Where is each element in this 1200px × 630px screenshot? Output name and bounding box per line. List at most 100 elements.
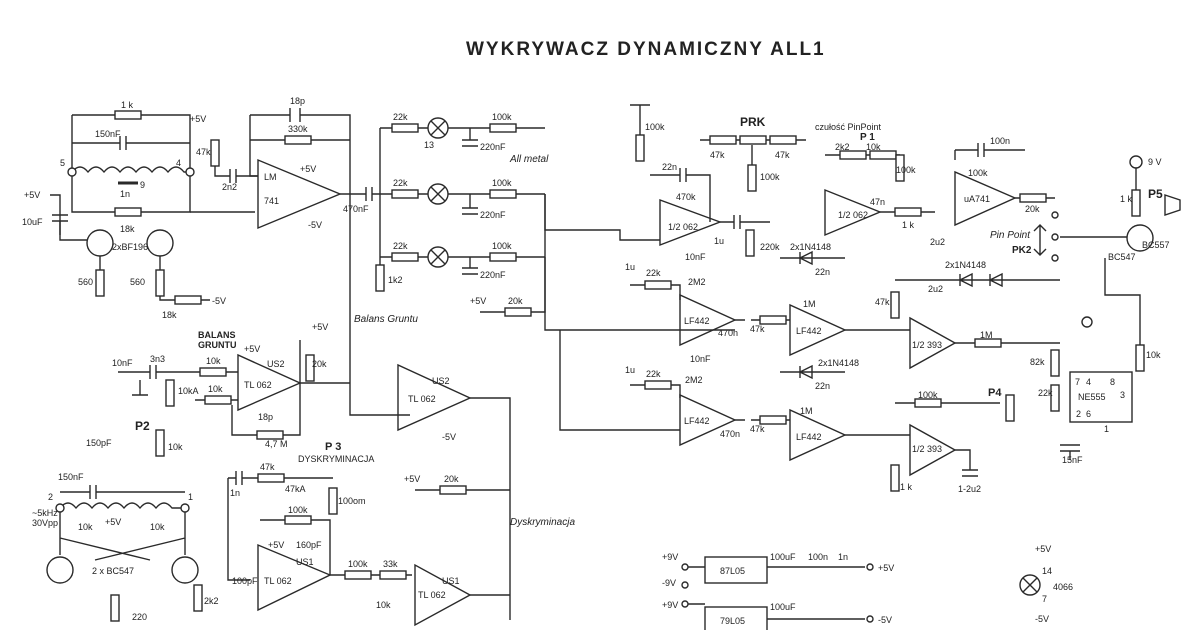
r1m-c: 1M [980, 330, 993, 340]
reg-87l05-label: 87L05 [720, 566, 745, 576]
c100u-b: 100uF [770, 602, 796, 612]
r100k-j: 100k [918, 390, 938, 400]
pin5-label: 5 [60, 158, 65, 168]
schematic-title: WYKRYWACZ DYNAMICZNY ALL1 [466, 39, 826, 60]
plus5v-d: +5V [105, 517, 121, 527]
plus5v-e: +5V [404, 474, 420, 484]
ne555-pin4: 4 [1086, 377, 1091, 387]
r100k-a: 100k [492, 112, 512, 122]
r10k-h: 10k [1146, 350, 1161, 360]
us2-opamp-a: BALANS GRUNTU US2 TL 062 +5V +5V 20k 10n… [86, 322, 350, 457]
c4066-pin7: 7 [1042, 594, 1047, 604]
lm741-label-a: LM [264, 172, 277, 182]
c470n-c: 470n [720, 429, 740, 439]
diodes-a: 2x1N4148 [790, 242, 831, 252]
r100k-f: 100k [645, 122, 665, 132]
tl062-c-label: TL 062 [264, 576, 292, 586]
c2u2-b: 2u2 [928, 284, 943, 294]
r100k-b: 100k [492, 178, 512, 188]
analog-switches: 22k 13 100k 220nF All metal 22k 100k 220… [349, 112, 549, 416]
c100n-a: 100n [990, 136, 1010, 146]
c10n-c: 10nF [690, 354, 711, 364]
r100k-g: 100k [760, 172, 780, 182]
p1-label: P 1 [860, 132, 875, 143]
r2k2-b: 2k2 [835, 142, 850, 152]
tx-oscillator: 150nF 2 1 ~5kHz 30Vpp 10k 10k +5V 2 x BC… [32, 472, 219, 622]
r82k-label: 82k [1030, 357, 1045, 367]
pin9-label: 9 [140, 180, 145, 190]
c15n-label: 15nF [1062, 455, 1083, 465]
lm741-opamp: LM 741 +5V -5V 18p 330k 47k 2n2 470nF [196, 96, 380, 230]
vpp-label: 30Vpp [32, 518, 58, 528]
lm741-plus5v: +5V [300, 164, 316, 174]
reg-79l05 [704, 606, 768, 630]
minus5v-a-label: -5V [212, 296, 226, 306]
r100k-i: 100k [968, 168, 988, 178]
r100k-c: 100k [492, 241, 512, 251]
r47k-g: 47k [875, 297, 890, 307]
ne555-pin3: 3 [1120, 390, 1125, 400]
r2k2-label: 2k2 [204, 596, 219, 606]
r1m-a: 1M [803, 299, 816, 309]
r1k2-label: 1k2 [388, 275, 403, 285]
czulosc-label: czułość PinPoint [815, 122, 882, 132]
r1k-label: 1 k [121, 100, 134, 110]
power-supplies: +9V -9V +9V 87L05 79L05 100uF 100n 1n 10… [662, 552, 894, 630]
c1u-c: 1u [625, 365, 635, 375]
p5-label: P5 [1148, 187, 1163, 201]
us2-minus5v: -5V [442, 432, 456, 442]
op062-b: 1/2 062 [838, 210, 868, 220]
c150p-label: 150pF [86, 438, 112, 448]
pin4-label: 4 [176, 158, 181, 168]
r10k-f: 10k [376, 600, 391, 610]
r10k-e: 10k [150, 522, 165, 532]
lf442-c: LF442 [684, 416, 710, 426]
c18p-b: 18p [258, 412, 273, 422]
c3n3-label: 3n3 [150, 354, 165, 364]
r47k-e: 47k [750, 324, 765, 334]
diodes-b: 2x1N4148 [818, 358, 859, 368]
c4066-pin14: 14 [1042, 566, 1052, 576]
r47k-c: 47k [710, 150, 725, 160]
lf442-a: LF442 [684, 316, 710, 326]
pk2-label: PK2 [1012, 245, 1032, 256]
r22k-f: 22k [1038, 388, 1053, 398]
pin1: 1 [188, 492, 193, 502]
comparators-timer: 2x1N4148 2u2 47k 1/2 393 1M 1/2 393 100k… [875, 260, 1133, 494]
plus9v-b: +9V [662, 600, 678, 610]
ne555-pin1: 1 [1104, 424, 1109, 434]
r22k-d: 22k [646, 268, 661, 278]
r10k-g: 10k [866, 142, 881, 152]
bc547x2-label: 2 x BC547 [92, 566, 134, 576]
plus5v-out: +5V [878, 563, 894, 573]
c18p-label: 18p [290, 96, 305, 106]
ne555-pin7: 7 [1075, 377, 1080, 387]
r18k-b-label: 18k [162, 310, 177, 320]
tl062-a-label: TL 062 [244, 380, 272, 390]
r47k-b: 47k [260, 462, 275, 472]
c1n-b: 1n [230, 488, 240, 498]
c100n-b: 100n [808, 552, 828, 562]
lm741-label-b: 741 [264, 196, 279, 206]
r22k-e: 22k [646, 369, 661, 379]
r470k-label: 470k [676, 192, 696, 202]
c1u-b: 1u [625, 262, 635, 272]
p2-label: P2 [135, 419, 150, 433]
nine-v-label: 9 V [1148, 157, 1162, 167]
r1k-c: 1 k [1120, 194, 1133, 204]
c220n-c: 220nF [480, 270, 506, 280]
lm393-b: 1/2 393 [912, 444, 942, 454]
reg-87l05 [704, 556, 768, 584]
r2m2-b: 2M2 [685, 375, 703, 385]
c220n-a: 220nF [480, 142, 506, 152]
ua741-label: uA741 [964, 194, 990, 204]
us2-plus5v: +5V [244, 344, 260, 354]
r220-label: 220 [132, 612, 147, 622]
input-stage: 1 k 150nF +5V 5 4 9 1n 18k 2xBF196 560 5… [22, 100, 255, 320]
r10ka-label: 10kA [178, 386, 199, 396]
c22n-label: 22n [662, 162, 677, 172]
r10k-a: 10k [206, 356, 221, 366]
pin13: 13 [424, 140, 434, 150]
us1-opamp: P 3 DYSKRYMINACJA 1n 47k 47kA 100om 100k… [227, 441, 575, 627]
